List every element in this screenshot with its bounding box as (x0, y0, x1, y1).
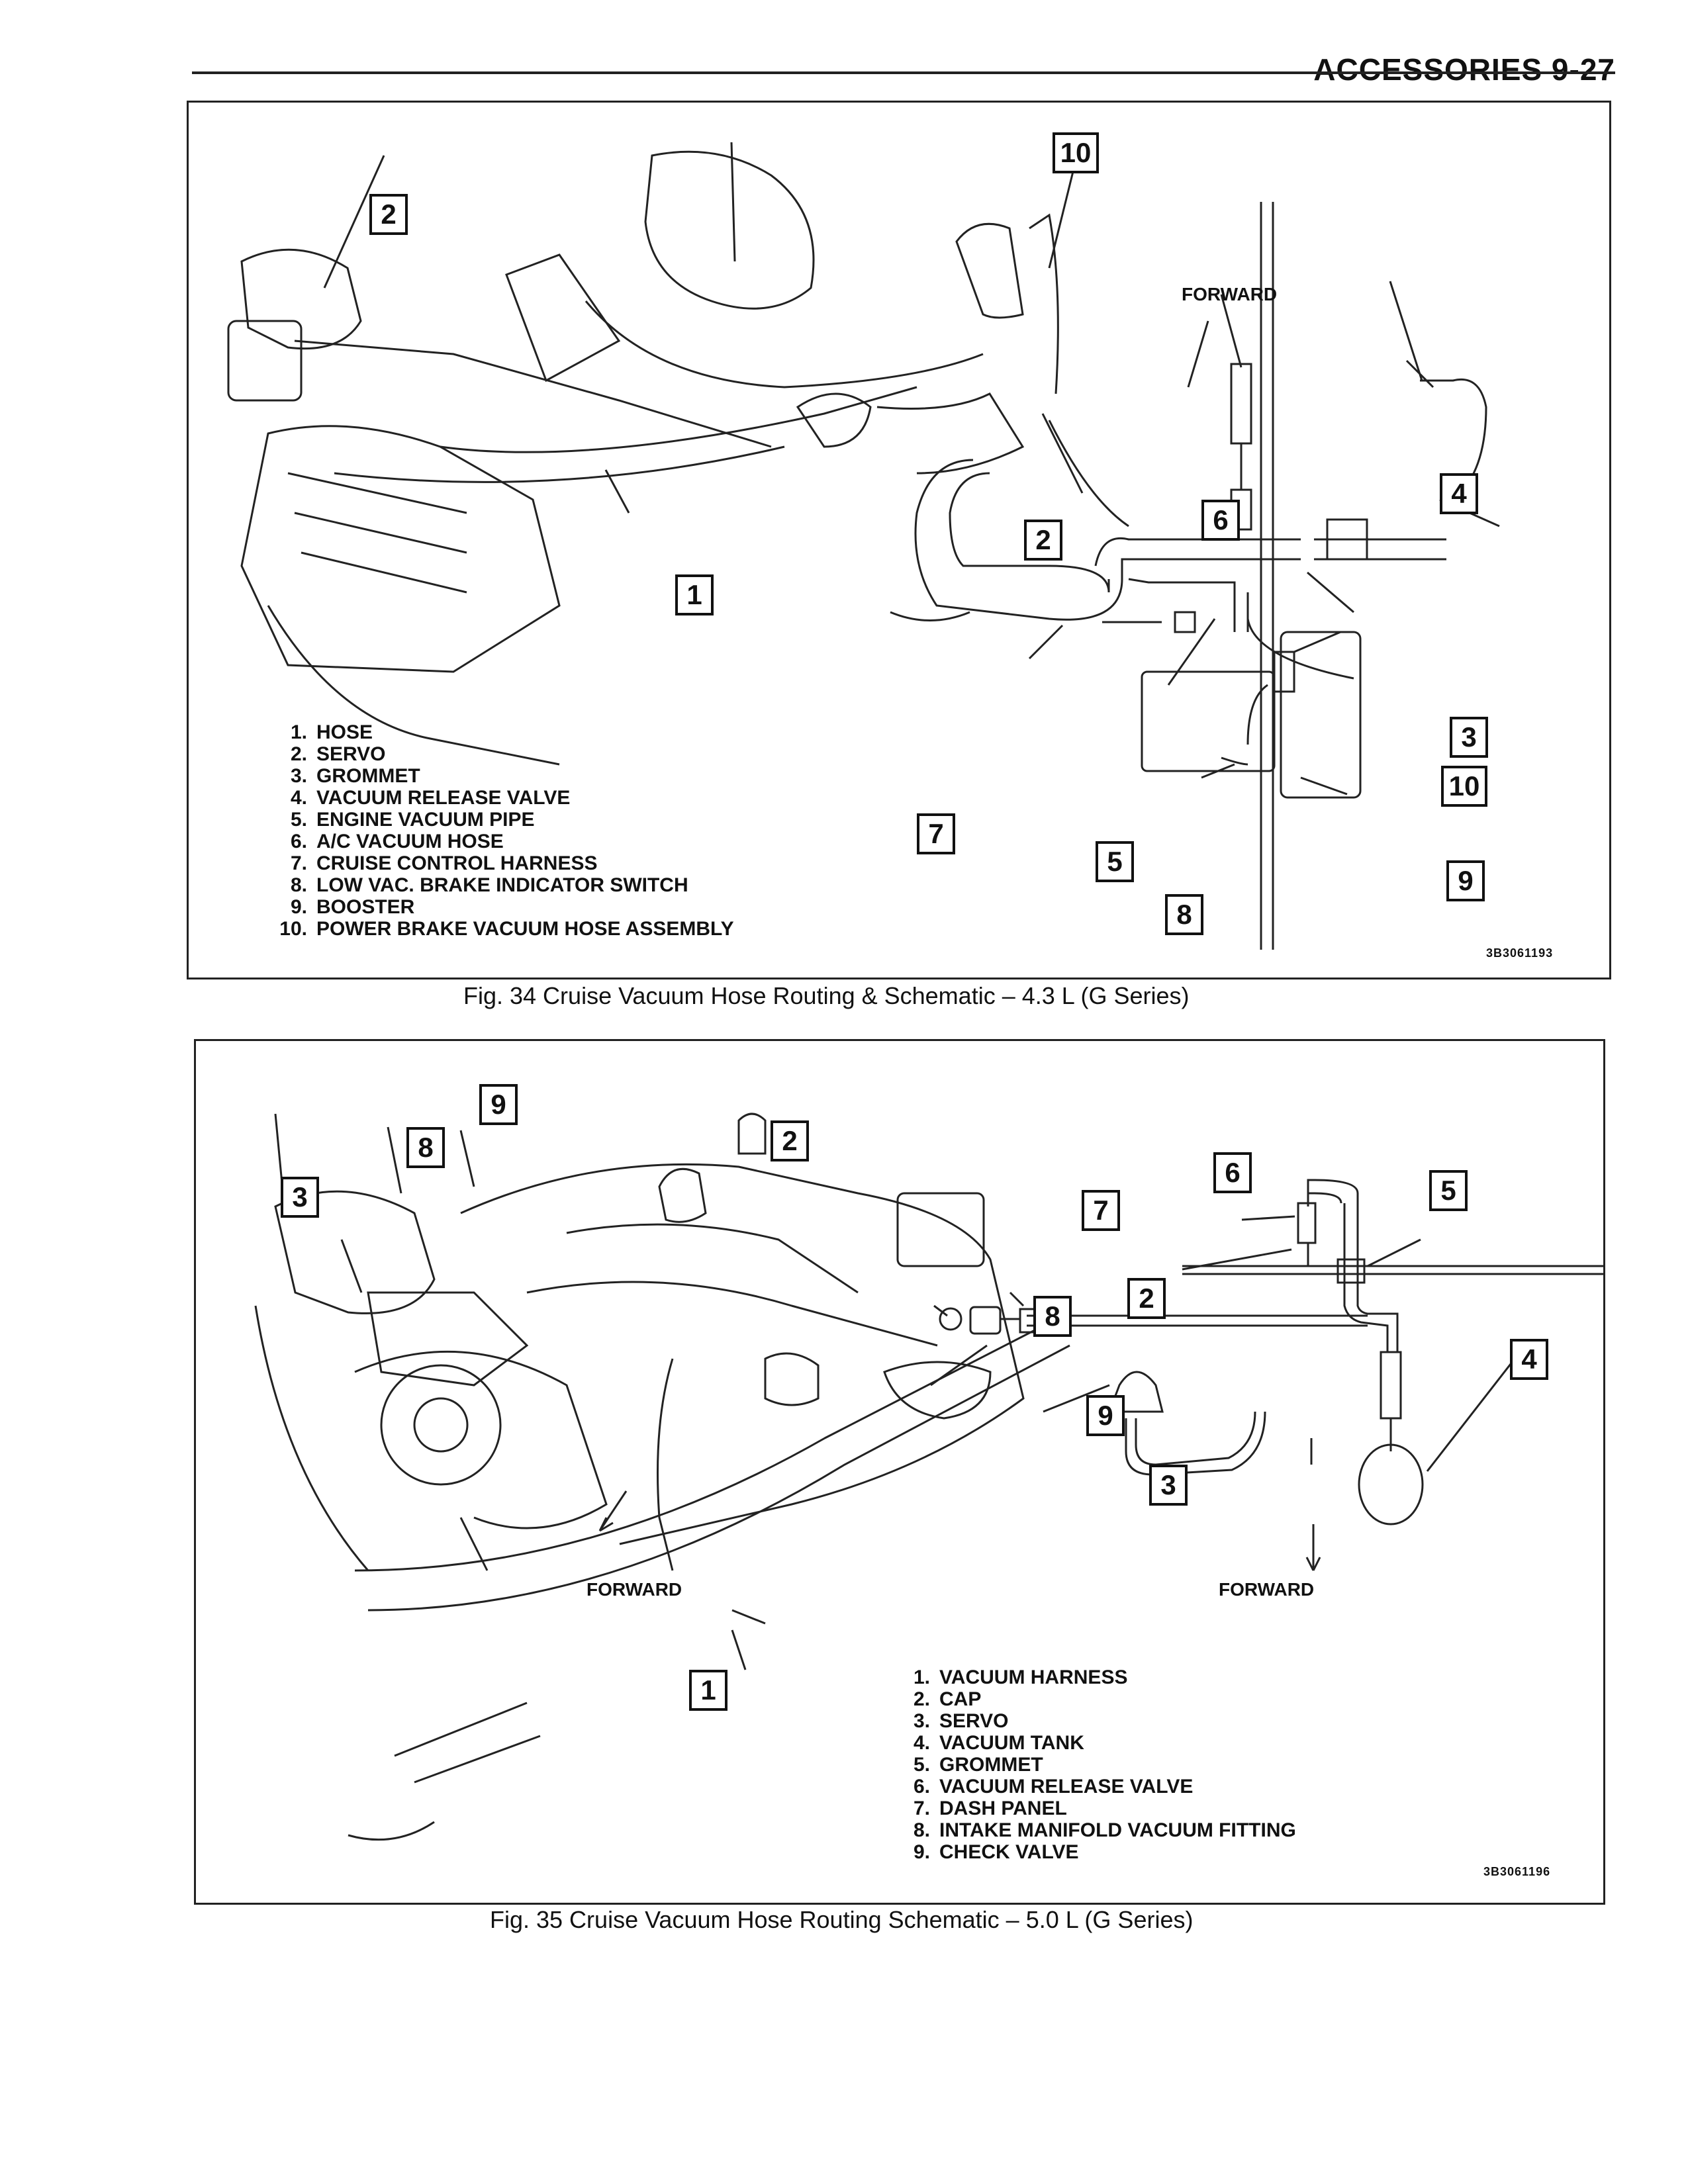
callout-9: 9 (479, 1084, 518, 1125)
legend-row: 1.VACUUM HARNESS (913, 1666, 1128, 1688)
callout-5: 5 (1429, 1170, 1468, 1211)
callout-4: 4 (1440, 473, 1478, 514)
forward-label-right: FORWARD (1219, 1579, 1315, 1600)
callout-3-schematic: 3 (1149, 1465, 1188, 1506)
callout-10: 10 (1053, 132, 1099, 173)
callout-2-schematic: 2 (1127, 1278, 1166, 1319)
figure-code: 3B3061193 (1486, 946, 1554, 960)
callout-2: 2 (369, 194, 408, 235)
legend-row: 9.CHECK VALVE (913, 1841, 1079, 1863)
legend-row: 4.VACUUM RELEASE VALVE (290, 787, 571, 809)
figure-34: 2 10 1 2 6 4 3 10 7 5 9 8 FORWARD 1.HOSE… (187, 101, 1611, 979)
legend-row: 3.SERVO (913, 1710, 1009, 1732)
forward-label-left: FORWARD (586, 1579, 682, 1600)
fig34-illustration (227, 142, 1500, 950)
callout-5: 5 (1096, 841, 1134, 882)
callout-2: 2 (771, 1120, 809, 1161)
legend-row: 4.VACUUM TANK (913, 1732, 1084, 1754)
callout-3: 3 (1450, 717, 1488, 758)
legend-row: 8.LOW VAC. BRAKE INDICATOR SWITCH (290, 874, 688, 896)
callout-1: 1 (675, 574, 714, 615)
legend-row: 9.BOOSTER (290, 896, 415, 918)
legend-row: 10.POWER BRAKE VACUUM HOSE ASSEMBLY (279, 918, 734, 940)
legend-row: 6.VACUUM RELEASE VALVE (913, 1776, 1194, 1797)
legend-row: 5.ENGINE VACUUM PIPE (290, 809, 535, 831)
fig34-legend: 1.HOSE 2.SERVO 3.GROMMET 4.VACUUM RELEAS… (266, 721, 734, 940)
legend-row: 2.SERVO (290, 743, 386, 765)
fig35-caption: Fig. 35 Cruise Vacuum Hose Routing Schem… (490, 1906, 1194, 1933)
fig34-caption: Fig. 34 Cruise Vacuum Hose Routing & Sch… (463, 982, 1190, 1009)
callout-7: 7 (917, 813, 955, 854)
forward-label: FORWARD (1182, 284, 1278, 304)
callout-3: 3 (281, 1177, 319, 1218)
legend-row: 5.GROMMET (913, 1754, 1043, 1776)
legend-row: 2.CAP (913, 1688, 982, 1710)
legend-row: 1.HOSE (290, 721, 373, 743)
callout-9: 9 (1446, 860, 1485, 901)
callout-10-schematic: 10 (1441, 766, 1487, 807)
legend-row: 6.A/C VACUUM HOSE (290, 831, 504, 852)
legend-row: 8.INTAKE MANIFOLD VACUUM FITTING (913, 1819, 1296, 1841)
callout-9-schematic: 9 (1086, 1395, 1125, 1436)
callout-2-schematic: 2 (1024, 520, 1062, 561)
legend-row: 7.DASH PANEL (913, 1797, 1067, 1819)
callout-8: 8 (406, 1127, 445, 1168)
legend-row: 7.CRUISE CONTROL HARNESS (290, 852, 598, 874)
fig35-legend: 1.VACUUM HARNESS 2.CAP 3.SERVO 4.VACUUM … (889, 1666, 1296, 1863)
figure-35: 3 8 9 2 1 6 5 7 8 2 9 4 3 FORWARD FORWAR… (194, 1039, 1605, 1905)
figure-code: 3B3061196 (1483, 1865, 1551, 1878)
legend-row: 3.GROMMET (290, 765, 420, 787)
header-rule (192, 71, 1615, 74)
callout-8-schematic: 8 (1033, 1296, 1072, 1337)
callout-6: 6 (1213, 1152, 1252, 1193)
callout-4: 4 (1510, 1339, 1548, 1380)
callout-6: 6 (1201, 500, 1240, 541)
section-title: ACCESSORIES 9-27 (1313, 52, 1615, 87)
callout-7: 7 (1082, 1190, 1120, 1231)
callout-1: 1 (689, 1670, 727, 1711)
fig35-illustration (254, 1113, 1603, 1841)
callout-8: 8 (1165, 894, 1203, 935)
